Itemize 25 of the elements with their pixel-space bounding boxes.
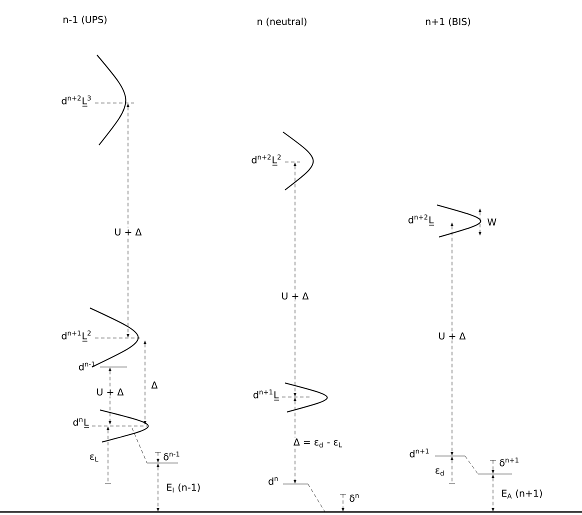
gap-label: U + Δ — [113, 227, 143, 237]
column-heading: n-1 (UPS) — [64, 16, 106, 24]
column-heading: n (neutral) — [258, 18, 306, 26]
level-label: d$^{n}$ — [268, 477, 278, 485]
gap-label: δ$^{n-1}$ — [164, 452, 180, 460]
gap-label: Δ = ε$_{d}$ - ε$_{L}$ — [292, 438, 344, 448]
gap-label: E$_{I}$ (n-1) — [167, 484, 200, 492]
gap-label: δ$^{n+1}$ — [500, 458, 518, 466]
level-label: d$^{n}$L̲ — [73, 418, 90, 428]
level-label: d$^{n+2}$L̲$^{3}$ — [62, 96, 91, 106]
gap-label: Δ — [151, 382, 158, 388]
gap-label: W — [488, 218, 496, 226]
level-label: d$^{n+2}$L̲$^{2}$ — [252, 154, 281, 166]
gap-label: U + Δ — [95, 387, 125, 397]
gap-label: U + Δ — [437, 331, 467, 341]
column-heading: n+1 (BIS) — [426, 18, 470, 26]
gap-label: ε$_{d}$ — [436, 468, 444, 476]
gap-label: E$_{A}$ (n+1) — [502, 490, 542, 498]
level-label: d$^{n+2}$L̲ — [408, 214, 434, 226]
level-label: d$^{n+1}$L̲$^{2}$ — [62, 330, 91, 342]
gap-label: δ$^{n}$ — [350, 494, 359, 502]
gap-label: ε$_{L}$ — [90, 454, 98, 462]
level-label: d$^{n+1}$L̲ — [253, 390, 280, 400]
gap-label: U + Δ — [280, 291, 310, 301]
level-label: d$^{n+1}$ — [410, 448, 429, 458]
